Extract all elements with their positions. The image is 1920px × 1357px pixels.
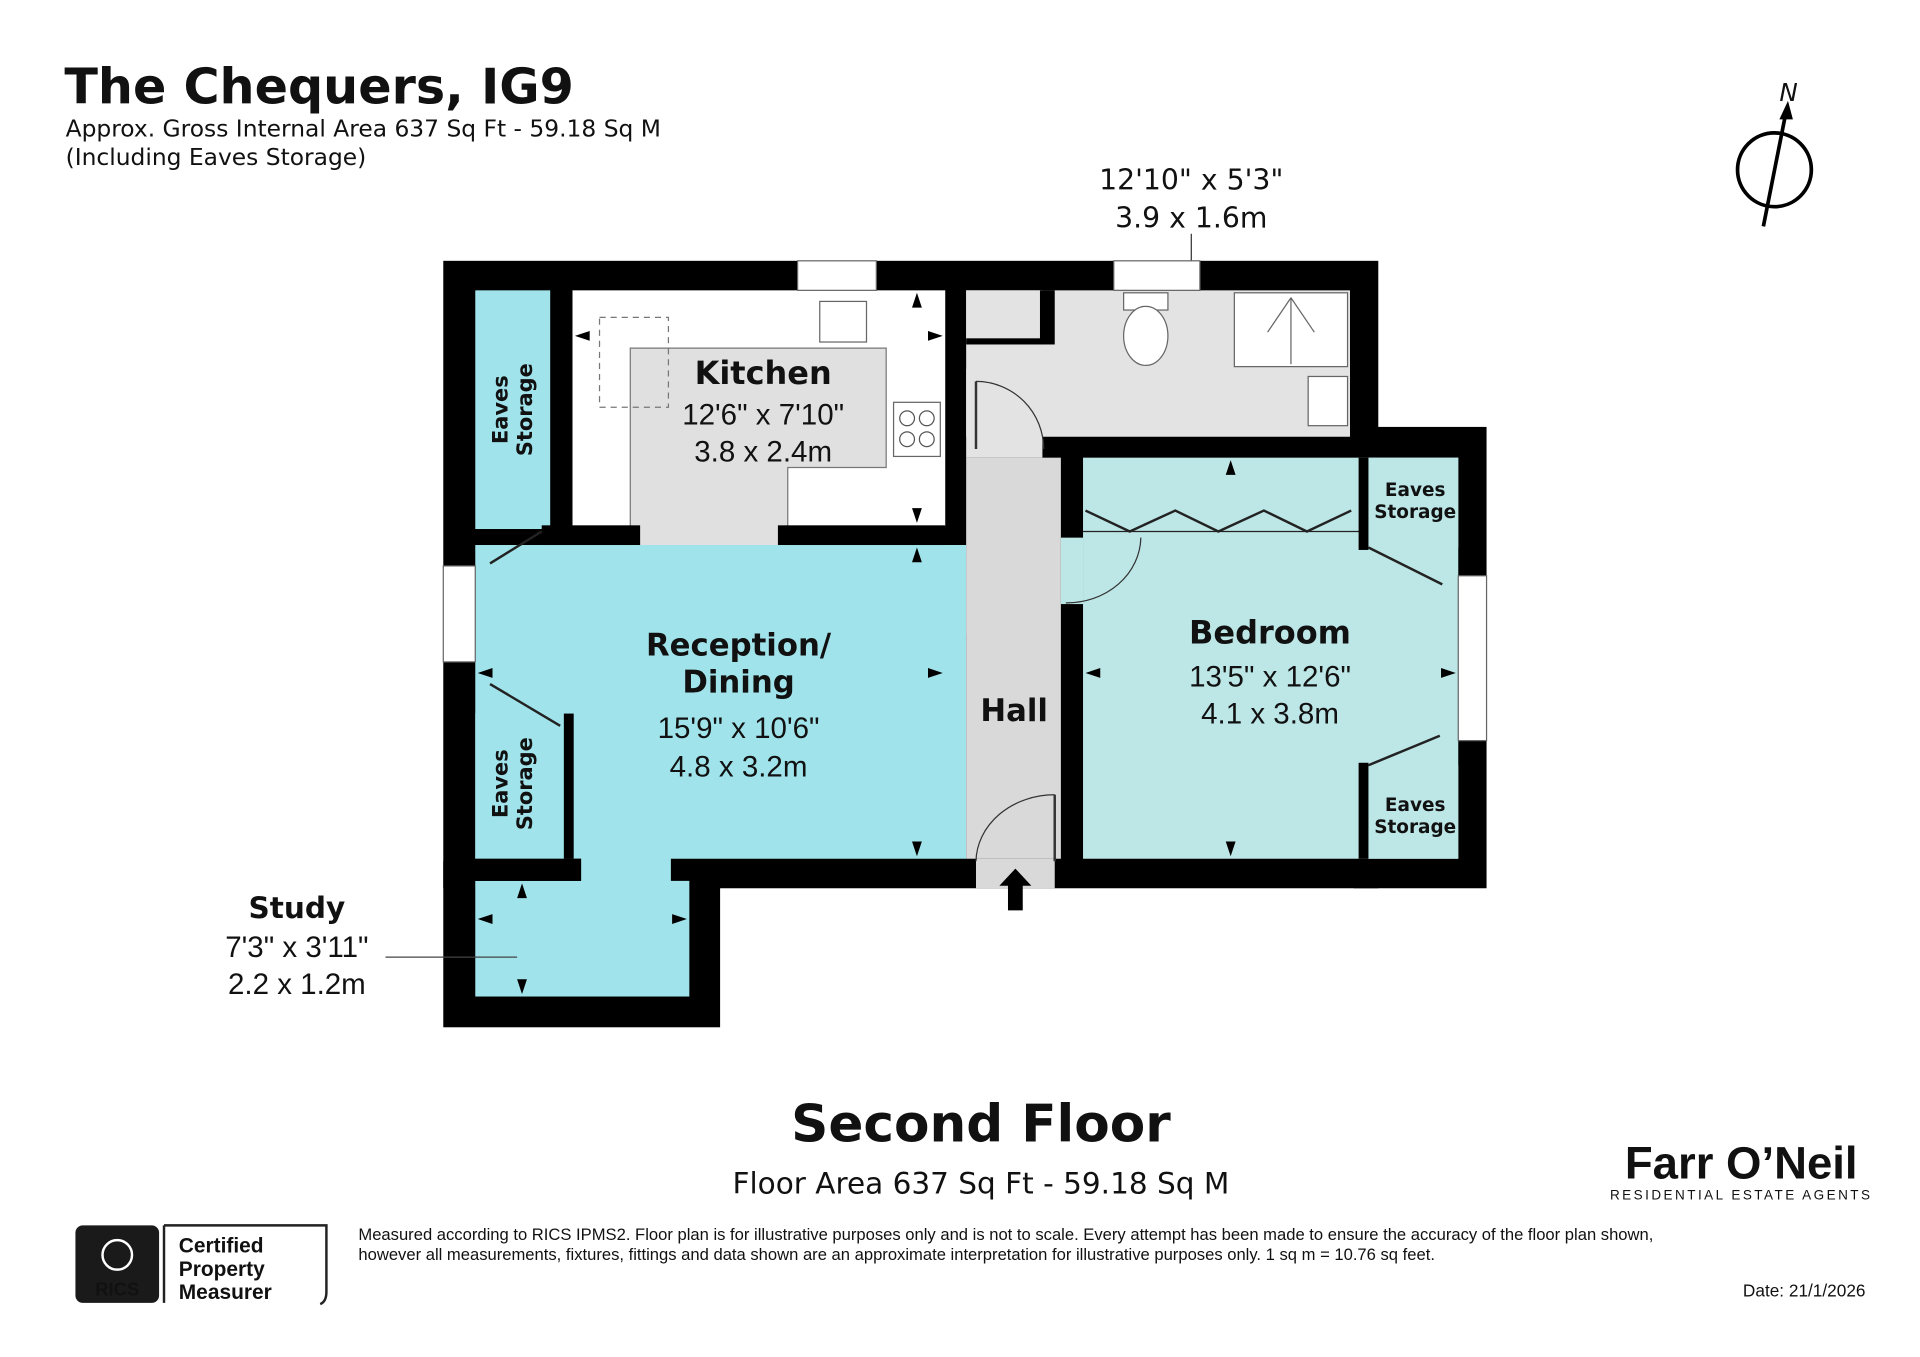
reception-dim-imperial: 15'9" x 10'6" xyxy=(658,712,820,745)
eaves-label-top-right: Eaves Storage xyxy=(1374,480,1456,523)
svg-text:Storage: Storage xyxy=(513,737,537,830)
svg-text:Storage: Storage xyxy=(1374,502,1456,523)
bedroom-dim-imperial: 13'5" x 12'6" xyxy=(1189,660,1351,693)
appliance-outline xyxy=(598,316,670,408)
svg-text:Eaves: Eaves xyxy=(1385,480,1446,501)
svg-text:Storage: Storage xyxy=(513,363,537,456)
svg-text:Property: Property xyxy=(179,1258,265,1281)
bedroom-label: Bedroom xyxy=(1189,613,1351,651)
eaves-storage-top-left xyxy=(475,290,551,530)
eaves-label-top-left: Eaves Storage xyxy=(488,363,537,456)
reception-label-line2: Dining xyxy=(682,665,794,701)
rics-badge: RICS Certified Property Measurer xyxy=(75,1224,328,1306)
reception-dim-metric: 4.8 x 3.2m xyxy=(670,750,808,783)
eaves-note: (Including Eaves Storage) xyxy=(66,143,367,171)
agent-logo-tagline: RESIDENTIAL ESTATE AGENTS xyxy=(1610,1188,1873,1203)
kitchen-dim-imperial: 12'6" x 7'10" xyxy=(682,398,844,431)
rics-lion-icon xyxy=(101,1238,134,1271)
study-dim-metric: 2.2 x 1.2m xyxy=(228,968,366,1001)
eaves-storage-bottom-right xyxy=(1368,765,1459,859)
entrance-door xyxy=(975,794,1055,862)
dimension-arrows xyxy=(477,292,1456,995)
floor-name: Second Floor xyxy=(791,1095,1171,1155)
basin-icon xyxy=(1307,375,1349,427)
disclaimer-line1: Measured according to RICS IPMS2. Floor … xyxy=(358,1225,1653,1244)
page-title: The Chequers, IG9 xyxy=(64,57,574,115)
bathroom-dim-imperial: 12'10" x 5'3" xyxy=(1099,163,1283,196)
hall-label: Hall xyxy=(980,693,1048,729)
north-compass-icon: N xyxy=(1735,78,1814,227)
eaves-label-bottom-right: Eaves Storage xyxy=(1374,795,1456,838)
plan-date: Date: 21/1/2026 xyxy=(1743,1281,1866,1301)
bathroom-dim-metric: 3.9 x 1.6m xyxy=(1115,202,1267,235)
study-dim-imperial: 7'3" x 3'11" xyxy=(225,931,368,964)
rics-logo-text: RICS xyxy=(95,1278,139,1299)
eaves-storage-bottom-left xyxy=(475,713,564,859)
north-label: N xyxy=(1779,78,1797,107)
kitchen-dim-metric: 3.8 x 2.4m xyxy=(694,435,832,468)
svg-text:Certified: Certified xyxy=(179,1234,264,1257)
hob-icon xyxy=(892,401,941,458)
entrance-arrow-icon xyxy=(999,868,1032,911)
study-label: Study xyxy=(249,891,346,925)
eaves-label-bottom-left: Eaves Storage xyxy=(488,737,537,830)
hall-room xyxy=(966,457,1061,859)
kitchen-label: Kitchen xyxy=(695,354,832,392)
windows xyxy=(442,260,1488,742)
eaves-storage-top-right xyxy=(1368,457,1459,548)
svg-text:Storage: Storage xyxy=(1374,817,1456,838)
study-room xyxy=(475,880,690,997)
svg-text:Eaves: Eaves xyxy=(488,749,512,818)
svg-text:Eaves: Eaves xyxy=(1385,795,1446,816)
disclaimer-line2: however all measurements, fixtures, fitt… xyxy=(358,1245,1435,1264)
sink-icon xyxy=(819,300,868,343)
svg-text:Measurer: Measurer xyxy=(179,1281,272,1304)
agent-logo-name: Farr O’Neil xyxy=(1625,1138,1858,1189)
reception-label-line1: Reception/ xyxy=(646,628,832,664)
bedroom-dim-metric: 4.1 x 3.8m xyxy=(1201,697,1339,730)
shower-icon xyxy=(1233,292,1349,368)
svg-text:Eaves: Eaves xyxy=(488,375,512,444)
gross-area: Approx. Gross Internal Area 637 Sq Ft - … xyxy=(66,115,661,143)
floor-area: Floor Area 637 Sq Ft - 59.18 Sq M xyxy=(732,1166,1229,1200)
